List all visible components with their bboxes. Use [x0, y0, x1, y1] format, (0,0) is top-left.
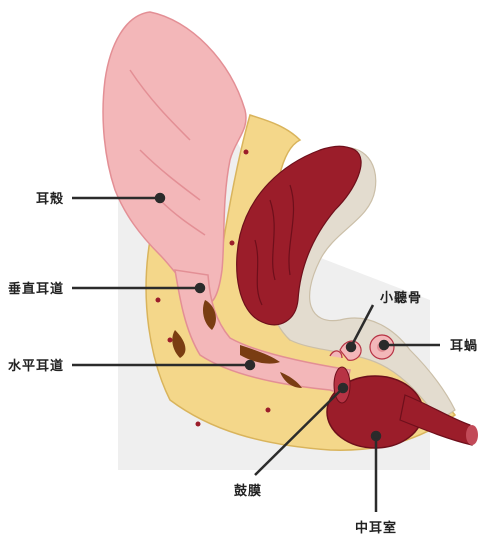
eardrum-pointer-dot — [339, 384, 347, 392]
label-middle-ear: 中耳室 — [355, 520, 397, 536]
label-vertical-canal: 垂直耳道 — [8, 281, 64, 297]
middle-ear-pointer-dot — [372, 432, 380, 440]
horizontal-canal-pointer-dot — [246, 361, 254, 369]
label-ossicles: 小聽骨 — [380, 290, 422, 306]
ossicles-pointer-dot — [347, 343, 355, 351]
cochlea-pointer-dot — [380, 341, 388, 349]
label-pinna: 耳殼 — [36, 191, 64, 207]
tube-opening — [466, 425, 478, 445]
label-eardrum: 鼓膜 — [234, 483, 262, 499]
label-horizontal-canal: 水平耳道 — [8, 358, 64, 374]
label-cochlea: 耳蝸 — [450, 338, 478, 354]
pinna-pointer-dot — [156, 194, 164, 202]
vertical-canal-pointer-dot — [196, 284, 204, 292]
